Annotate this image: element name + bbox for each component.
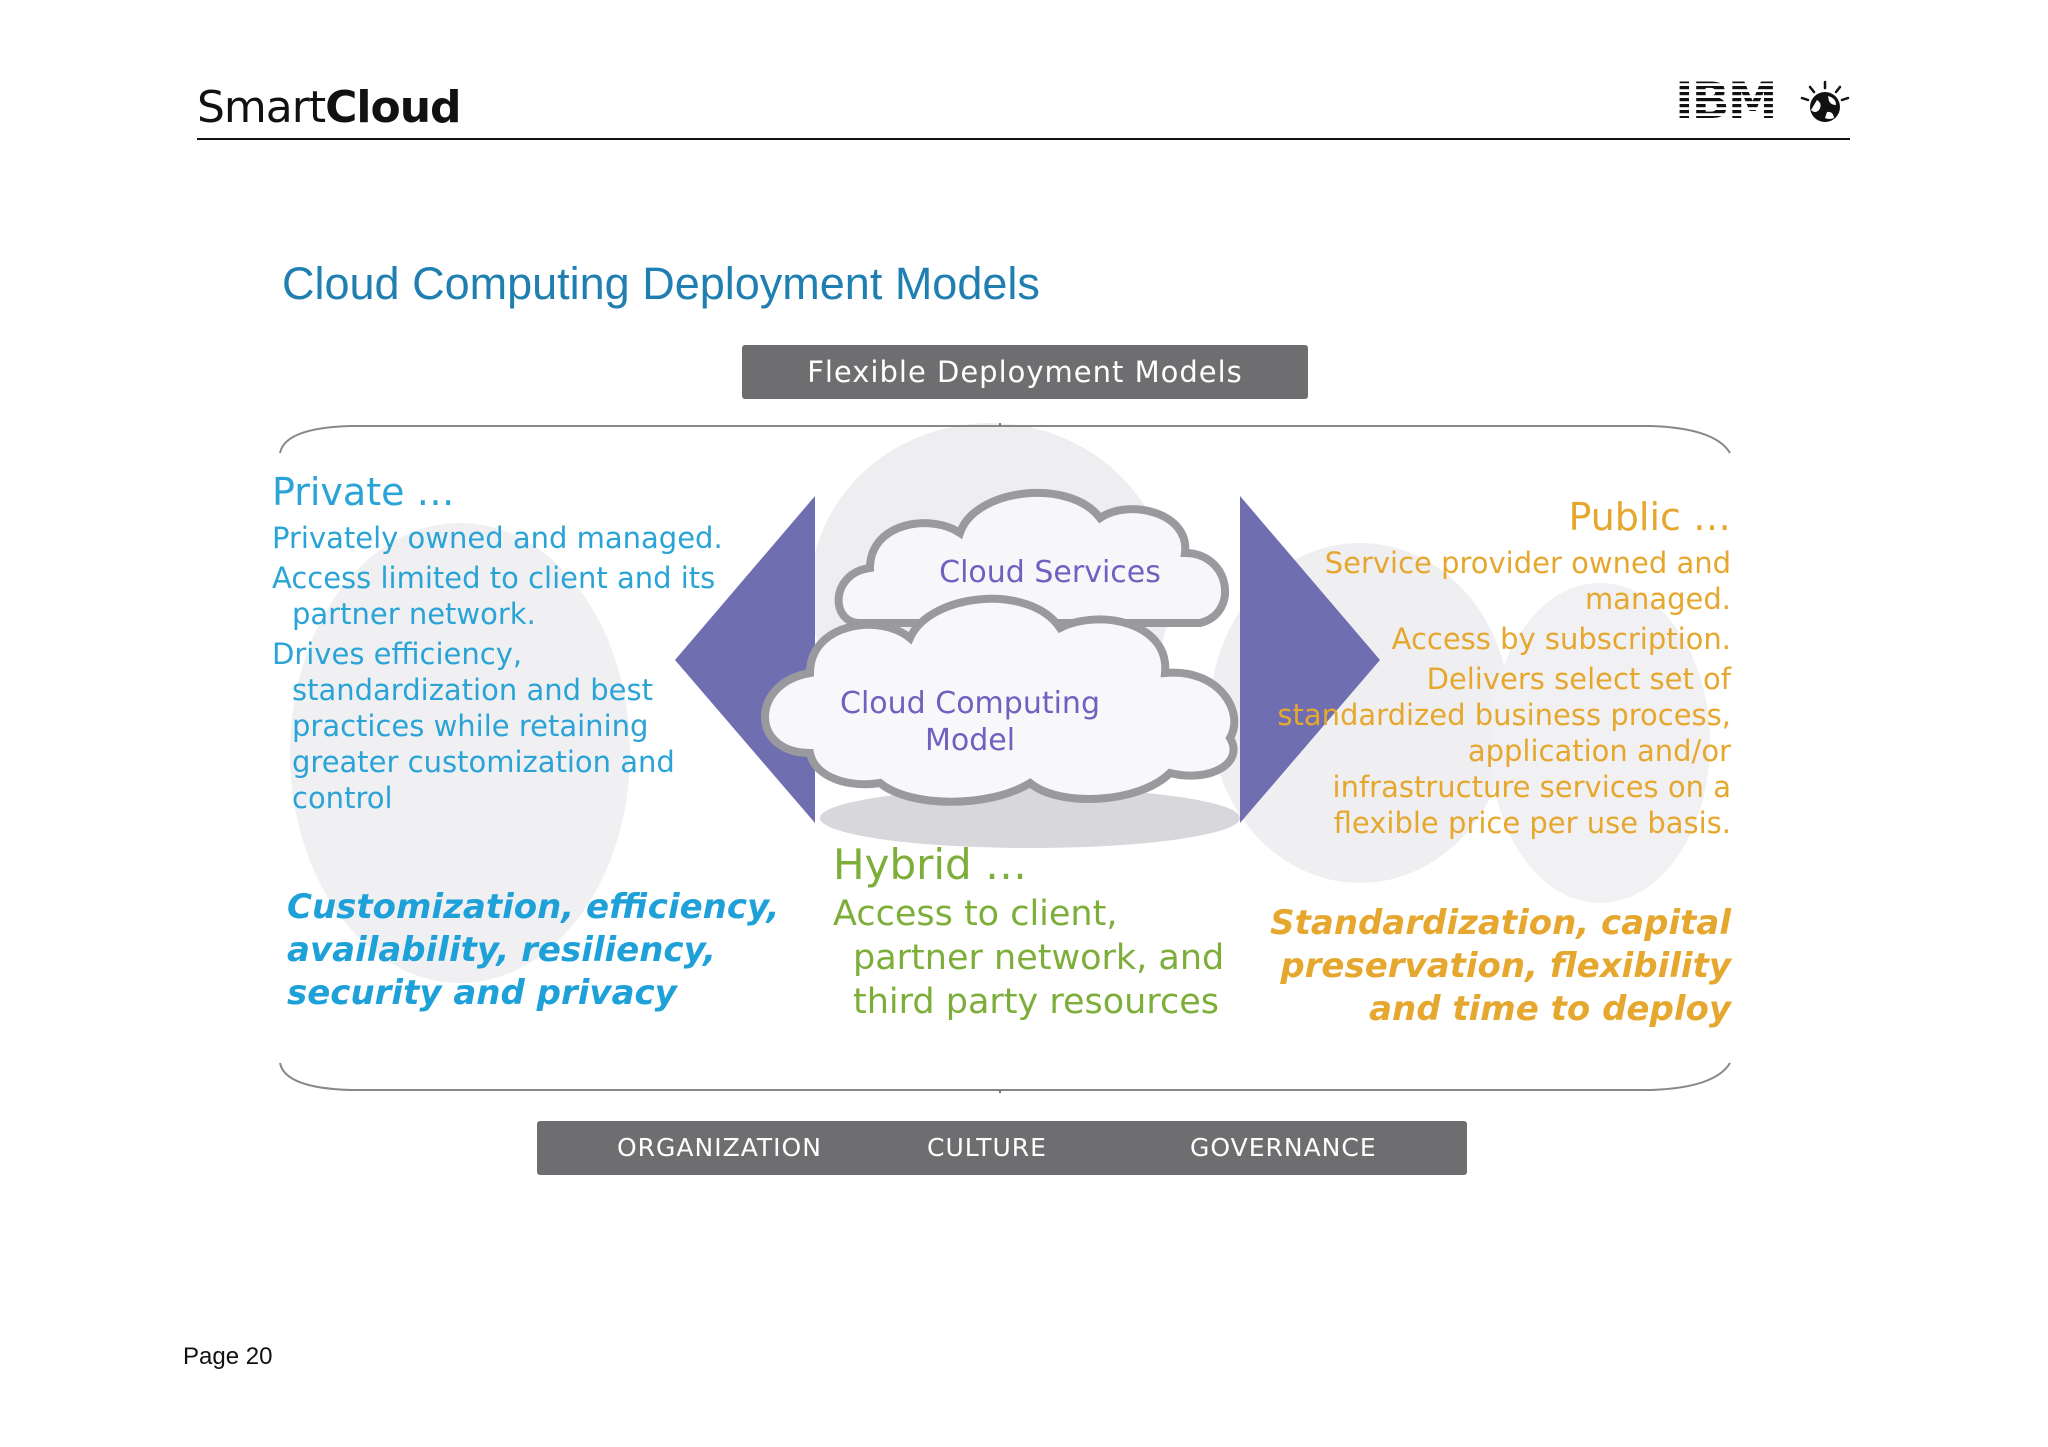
frame-bottom-line <box>279 1062 1731 1091</box>
page-number: Page 20 <box>183 1343 273 1370</box>
private-point: Drives efficiency, standardization and b… <box>272 637 675 815</box>
arrow-right <box>1240 496 1380 823</box>
cloud-computing-model-label: Cloud Computing Model <box>815 685 1125 759</box>
foundation-bar: ORGANIZATION CULTURE GOVERNANCE <box>537 1121 1467 1175</box>
private-emphasis: Customization, efficiency, availability,… <box>287 887 780 1013</box>
cloud-services-label: Cloud Services <box>939 555 1161 590</box>
cloud-shadow <box>820 788 1240 848</box>
bar-label-organization: ORGANIZATION <box>617 1133 822 1162</box>
header-rule <box>197 138 1850 140</box>
bar-label-culture: CULTURE <box>927 1133 1047 1162</box>
hybrid-heading: Hybrid … <box>833 840 1028 889</box>
bg-hill-left <box>290 523 630 983</box>
cloud-services-shape <box>834 488 1229 627</box>
public-point: Delivers select set of standardized busi… <box>1277 662 1731 840</box>
cloud-model-line1: Cloud Computing <box>840 686 1100 721</box>
cloud-model-line2: Model <box>924 723 1016 758</box>
smartcloud-brand: SmartCloud <box>197 82 462 133</box>
public-point: Service provider owned and managed. <box>1324 546 1731 616</box>
private-heading: Private … <box>272 470 455 514</box>
brand-cloud: Cloud <box>325 82 461 133</box>
public-point: Access by subscription. <box>1391 622 1731 656</box>
public-points: Service provider owned and managed. Acce… <box>1271 545 1731 845</box>
public-heading: Public … <box>1568 495 1731 539</box>
bg-hill-right2 <box>1490 583 1710 903</box>
ibm-logo: IBM <box>1675 74 1850 130</box>
private-points: Privately owned and managed. Access limi… <box>272 520 742 820</box>
public-emphasis: Standardization, capital preservation, f… <box>1270 903 1731 1029</box>
private-point: Access limited to client and its partner… <box>272 561 716 631</box>
flexible-deployment-models-bar: Flexible Deployment Models <box>742 345 1308 399</box>
slide-title: Cloud Computing Deployment Models <box>282 258 1040 309</box>
brand-smart: Smart <box>197 82 326 133</box>
smarter-planet-icon <box>1800 80 1850 122</box>
cloud-computing-shape <box>761 594 1239 806</box>
hybrid-text: Access to client, partner network, and t… <box>833 894 1225 1022</box>
private-point: Privately owned and managed. <box>272 521 723 555</box>
bar-label-governance: GOVERNANCE <box>1190 1133 1377 1162</box>
ibm-logo-text: IBM <box>1675 74 1775 130</box>
hybrid-body: Access to client, partner network, and t… <box>833 892 1233 1024</box>
deployment-diagram <box>279 423 1731 1093</box>
